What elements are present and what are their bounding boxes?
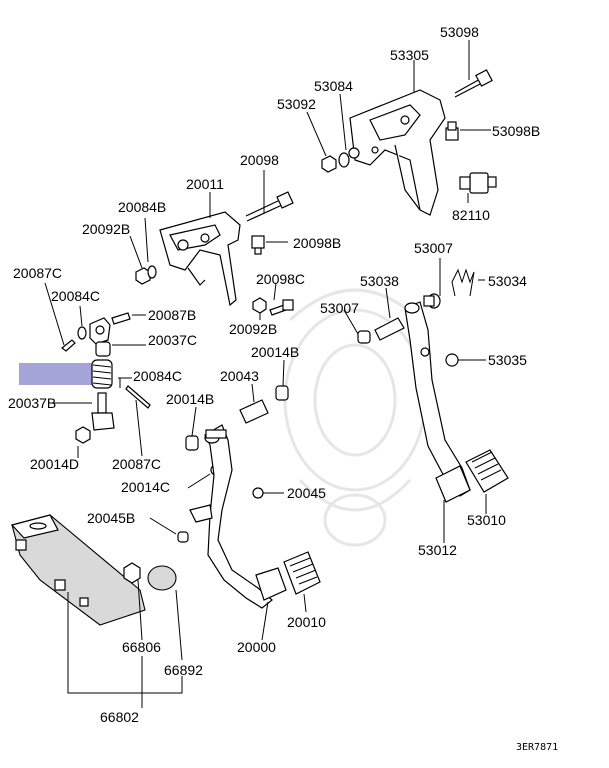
- return-spring-53034: [451, 268, 475, 297]
- callout-66806: 66806: [122, 639, 161, 655]
- nut-20014d: [75, 426, 91, 444]
- stopper-20045: [252, 487, 264, 499]
- callout-53007-top: 53007: [414, 240, 453, 256]
- leader-lines: [44, 60, 491, 708]
- callout-53305: 53305: [390, 47, 429, 63]
- pin-20087c-bottom: [125, 385, 151, 409]
- callout-66802: 66802: [100, 709, 139, 725]
- callout-20043: 20043: [220, 368, 259, 384]
- stopper-20045b: [177, 531, 189, 543]
- callout-20084c-bottom: 20084C: [133, 368, 182, 384]
- brake-pedal-bracket: [349, 89, 446, 216]
- callout-53034: 53034: [488, 273, 527, 289]
- callout-20045b: 20045B: [87, 510, 135, 526]
- figure-code: 3ER7871: [516, 742, 558, 753]
- callout-20092b-mid: 20092B: [229, 321, 277, 337]
- brake-pedal-pad: [465, 449, 509, 493]
- bolt-20098b: [251, 235, 265, 255]
- callout-53098b: 53098B: [492, 123, 540, 139]
- watermark-emblem: [283, 288, 427, 547]
- bolt-20098: [245, 191, 294, 222]
- callout-20037c: 20037C: [148, 332, 197, 348]
- nut-20092b-top: [135, 265, 157, 285]
- bushing-53007-top: [423, 293, 441, 309]
- callout-20045: 20045: [287, 485, 326, 501]
- clutch-pedal-pad: [283, 551, 321, 595]
- pad-66892: [147, 565, 177, 591]
- callout-labels: 53098 53305 53084 53092 53098B 20098 200…: [8, 24, 558, 753]
- callout-20084c-top: 20084C: [51, 288, 100, 304]
- bracket-66806: [123, 562, 141, 584]
- callout-53038: 53038: [360, 273, 399, 289]
- turnover-bracket: [89, 317, 111, 345]
- callout-20014b-left: 20014B: [166, 391, 214, 407]
- bolt-53098b: [445, 121, 459, 141]
- callout-20087b: 20087B: [148, 307, 196, 323]
- spring-coil: [91, 359, 113, 389]
- callout-53092: 53092: [277, 96, 316, 112]
- stop-lamp-switch: [459, 172, 497, 194]
- highlight-box: [19, 363, 93, 385]
- nut-53092: [321, 147, 360, 173]
- rod-20037b: [91, 392, 115, 431]
- callout-66892: 66892: [164, 662, 203, 678]
- callout-20014d: 20014D: [30, 456, 79, 472]
- callout-53098: 53098: [440, 24, 479, 40]
- callout-53010: 53010: [467, 512, 506, 528]
- callout-20098b: 20098B: [293, 235, 341, 251]
- washer-20084c-top: [77, 326, 87, 340]
- bolt-53098: [454, 40, 493, 98]
- collar-20043: [239, 399, 269, 424]
- callout-20000: 20000: [237, 639, 276, 655]
- bushing-20014b-right: [275, 385, 289, 401]
- collar-53038: [374, 317, 405, 341]
- nut-20092b-mid: [252, 297, 267, 314]
- callout-20037b: 20037B: [8, 395, 56, 411]
- callout-53012: 53012: [418, 542, 457, 558]
- callout-82110: 82110: [452, 207, 490, 223]
- bolt-20098c: [269, 299, 294, 316]
- callout-20098c: 20098C: [256, 271, 305, 287]
- bushing-20014b-left: [185, 435, 199, 451]
- stopper-53035: [445, 353, 459, 367]
- callout-20014b-right: 20014B: [251, 344, 299, 360]
- accelerator-pedal: [10, 514, 146, 626]
- callout-53007-bottom: 53007: [320, 300, 359, 316]
- callout-53084: 53084: [314, 78, 353, 94]
- callout-20087c-bottom: 20087C: [112, 456, 161, 472]
- callout-20087c-top: 20087C: [13, 265, 62, 281]
- callout-20084b: 20084B: [118, 199, 166, 215]
- pin-20087c-top: [61, 339, 76, 352]
- pin-20087b: [111, 312, 131, 325]
- callout-20098: 20098: [240, 152, 279, 168]
- clutch-pedal-arm: [189, 424, 287, 609]
- callout-20010: 20010: [287, 614, 326, 630]
- clutch-pedal-bracket: [159, 211, 241, 307]
- bushing-20037c: [95, 341, 111, 357]
- brake-pedal-arm: [404, 301, 471, 503]
- callout-53035: 53035: [488, 352, 527, 368]
- callout-20011: 20011: [186, 176, 224, 192]
- callout-20092b-top: 20092B: [82, 221, 130, 237]
- callout-20014c: 20014C: [121, 479, 170, 495]
- bushing-53007-bottom: [357, 330, 371, 344]
